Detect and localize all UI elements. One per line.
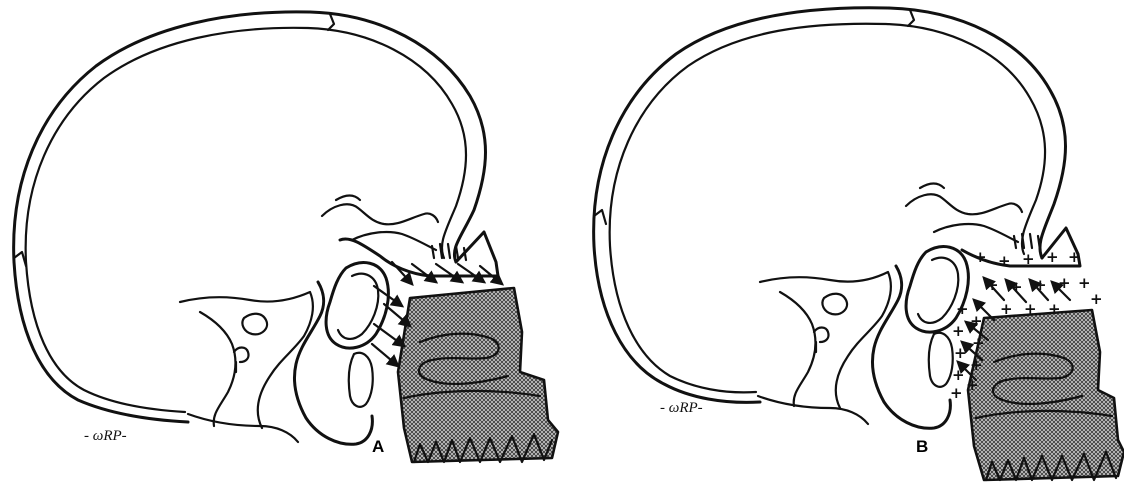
plus-icon: + (950, 384, 963, 402)
orbit-detail (934, 224, 1018, 242)
styloid-process (929, 333, 953, 387)
plus-icon: + (998, 252, 1011, 270)
orbit-detail (336, 196, 360, 201)
ear-canal (822, 294, 847, 315)
force-arrow (374, 324, 404, 346)
suture-line (14, 252, 26, 266)
plus-icon: + (1058, 274, 1071, 292)
plus-icon: + (1078, 274, 1091, 292)
plus-icon: + (1010, 278, 1023, 296)
temporal-bone (200, 312, 235, 426)
plus-icon: + (1090, 290, 1103, 308)
suture-line (908, 10, 914, 26)
plus-icon: + (1048, 300, 1061, 318)
plus-icon: + (970, 312, 983, 330)
plus-icon: + (956, 300, 969, 318)
styloid-process (349, 353, 373, 407)
force-arrow (436, 264, 462, 282)
plus-icon: + (952, 366, 965, 384)
plus-icon: + (970, 356, 983, 374)
panel-a: - ωRP- A (14, 12, 558, 462)
artist-signature: - ωRP- (660, 400, 703, 416)
orbit-detail (920, 184, 944, 189)
plus-icon: + (1046, 248, 1059, 266)
plus-icon: + (1024, 300, 1037, 318)
panel-label-b: B (916, 437, 928, 456)
plus-icon: + (954, 344, 967, 362)
plus-icon: + (1068, 248, 1081, 266)
artist-signature: - ωRP- (84, 428, 127, 444)
zygomatic-process-inner (338, 274, 378, 339)
orbit-detail (322, 204, 438, 224)
plus-icon: + (952, 322, 965, 340)
plus-icon: + (972, 334, 985, 352)
mandible-detail (188, 414, 298, 442)
mandible (294, 282, 372, 444)
zygomatic-process-inner (918, 258, 958, 323)
plus-icon: + (1000, 300, 1013, 318)
orbit-detail (906, 194, 1022, 214)
panel-label-a: A (372, 437, 384, 456)
maxilla (968, 310, 1124, 480)
force-arrow (372, 344, 398, 366)
mandible (872, 266, 950, 428)
zygomatic-process (906, 247, 968, 333)
temporal-bone (780, 292, 815, 406)
plus-icon: + (966, 376, 979, 394)
mandible-detail (758, 396, 868, 424)
panel-b: + + + + + + + + + + + + + + + + + + + + … (594, 8, 1124, 480)
ear-canal (242, 314, 267, 335)
plus-icon: + (986, 276, 999, 294)
plus-icon: + (1034, 276, 1047, 294)
plus-icon: + (974, 248, 987, 266)
zygomatic-process (326, 263, 388, 349)
plus-icon: + (1022, 250, 1035, 268)
suture-line (328, 14, 334, 30)
